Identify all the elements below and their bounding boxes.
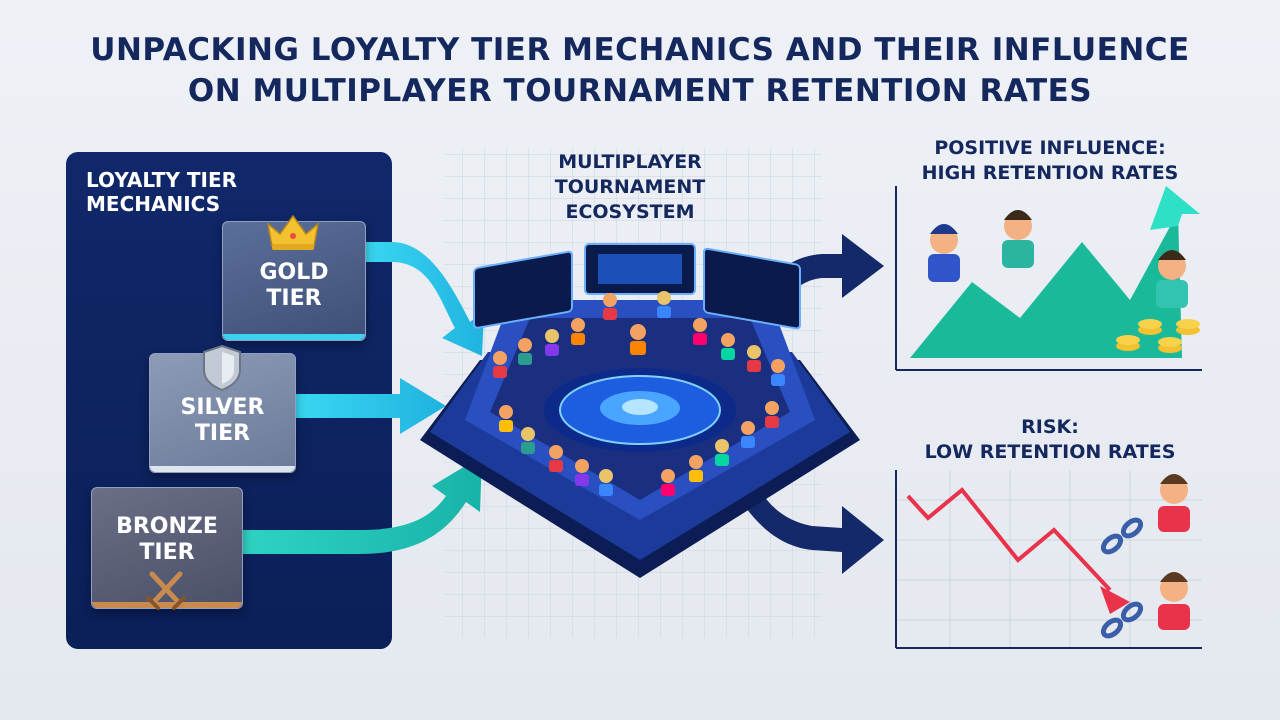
upset-person-2	[1158, 572, 1190, 630]
silver-tier-line-2: TIER	[194, 421, 251, 446]
bronze-tier-line-2: TIER	[139, 540, 195, 565]
title-line-2: ON MULTIPLAYER TOURNAMENT RETENTION RATE…	[187, 73, 1093, 109]
page-title: UNPACKING LOYALTY TIER MECHANICS AND THE…	[40, 30, 1240, 112]
gold-tier-line-1: GOLD	[259, 260, 329, 285]
arena-crowd	[493, 291, 785, 496]
broken-chain-icon	[1100, 517, 1144, 639]
bronze-tier-accent-bar	[92, 602, 242, 608]
risk-outcome-arrow	[734, 470, 884, 574]
positive-retention-chart	[895, 186, 1202, 371]
coin-stack-icon	[1116, 319, 1200, 353]
loyalty-title-line-2: MECHANICS	[86, 192, 221, 216]
risk-retention-chart	[895, 470, 1202, 649]
crown-icon	[266, 214, 320, 250]
positive-trend-area	[910, 212, 1182, 358]
gold-tier-label: GOLD TIER	[223, 260, 365, 312]
silver-tier-line-1: SILVER	[180, 395, 265, 420]
loyalty-title-line-1: LOYALTY TIER	[86, 168, 238, 192]
risk-trend-line	[906, 487, 1112, 592]
silver-tier-accent-bar	[150, 466, 295, 472]
ecosystem-title-line-2: TOURNAMENT	[554, 176, 706, 198]
title-line-1: UNPACKING LOYALTY TIER MECHANICS AND THE…	[90, 32, 1190, 68]
gold-tier-line-2: TIER	[266, 286, 322, 311]
tournament-arena	[420, 243, 860, 578]
risk-trend-arrow	[1100, 586, 1130, 614]
gold-tier-accent-bar	[223, 334, 365, 340]
ecosystem-title-line-3: ECOSYSTEM	[565, 201, 695, 223]
risk-title: RISK: LOW RETENTION RATES	[890, 415, 1210, 465]
bronze-tier-line-1: BRONZE	[116, 514, 218, 539]
gold-tier-arrow	[364, 242, 484, 356]
bronze-tier-label: BRONZE TIER	[92, 514, 242, 566]
positive-title-line-1: POSITIVE INFLUENCE:	[934, 137, 1166, 159]
cheering-person-2	[1002, 210, 1034, 268]
crossed-swords-icon	[146, 571, 186, 610]
positive-trend-arrow	[1150, 186, 1200, 230]
ecosystem-title-line-1: MULTIPLAYER	[558, 151, 702, 173]
cheering-person-3	[1156, 250, 1188, 308]
ecosystem-title: MULTIPLAYER TOURNAMENT ECOSYSTEM	[520, 150, 740, 225]
risk-title-line-2: LOW RETENTION RATES	[924, 441, 1176, 463]
silver-tier-arrow	[294, 378, 446, 434]
bronze-tier-arrow	[242, 456, 482, 554]
shield-icon	[203, 344, 241, 392]
positive-title-line-2: HIGH RETENTION RATES	[921, 162, 1179, 184]
positive-influence-title: POSITIVE INFLUENCE: HIGH RETENTION RATES	[890, 136, 1210, 186]
loyalty-tier-panel-title: LOYALTY TIER MECHANICS	[86, 168, 237, 216]
risk-title-line-1: RISK:	[1021, 416, 1079, 438]
cheering-person-1	[928, 224, 960, 282]
silver-tier-label: SILVER TIER	[150, 395, 295, 447]
upset-person-1	[1158, 474, 1190, 532]
